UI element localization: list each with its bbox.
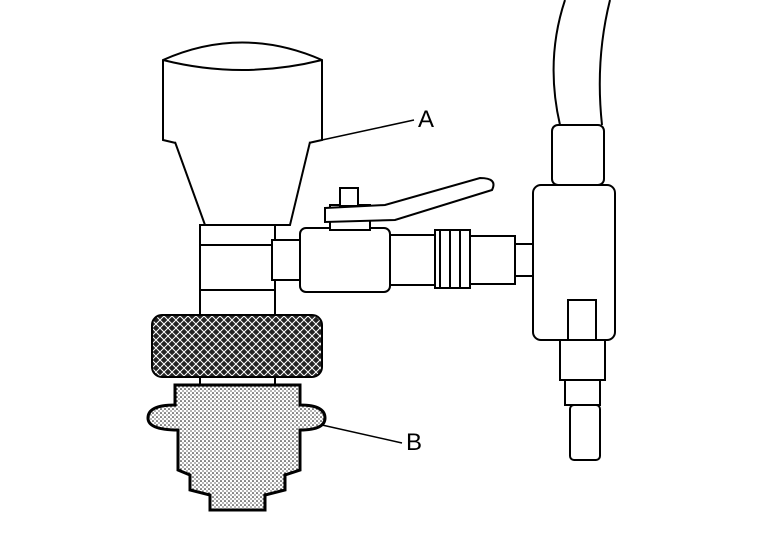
- quick-coupler: [389, 229, 546, 289]
- callout-label-b: B: [406, 429, 423, 456]
- leader-line-a: [321, 119, 415, 141]
- callout-label-a: A: [418, 106, 435, 133]
- funnel-cup: [162, 41, 323, 318]
- leader-line-b: [321, 424, 403, 444]
- knurled-nut: [151, 314, 323, 378]
- ball-valve: [271, 176, 495, 293]
- air-supply-hose: [532, 0, 616, 461]
- adapter: [146, 383, 327, 512]
